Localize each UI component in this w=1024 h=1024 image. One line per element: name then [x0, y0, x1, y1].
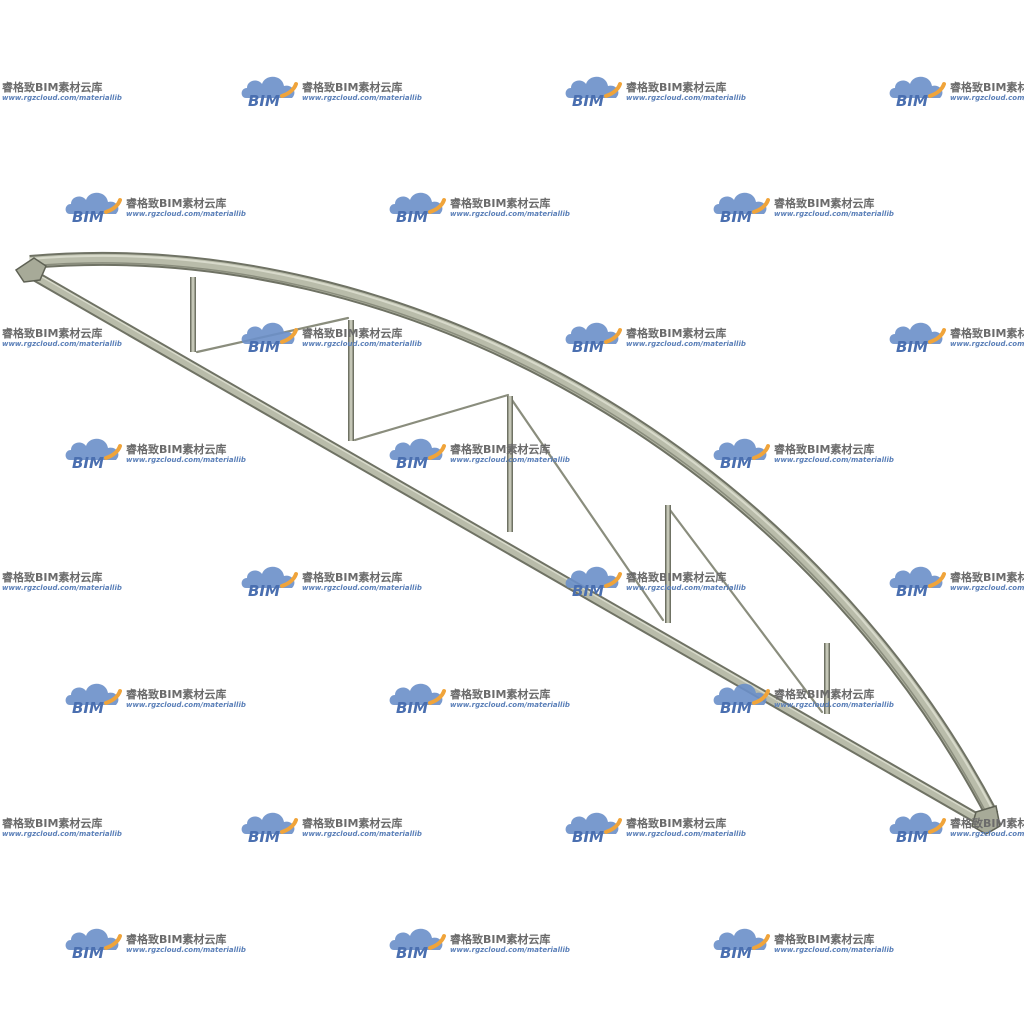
diagonal-member-3: [510, 398, 665, 622]
right-end-plate: [971, 805, 1001, 835]
left-end-plate: [14, 257, 47, 283]
diagonal-member-1: [195, 316, 350, 354]
diagonal-member-4: [668, 508, 824, 714]
bottom-chord: [25, 267, 988, 828]
top-arch-chord: [29, 251, 999, 819]
truss-verticals: [190, 277, 830, 714]
diagonal-member-2: [353, 393, 510, 442]
